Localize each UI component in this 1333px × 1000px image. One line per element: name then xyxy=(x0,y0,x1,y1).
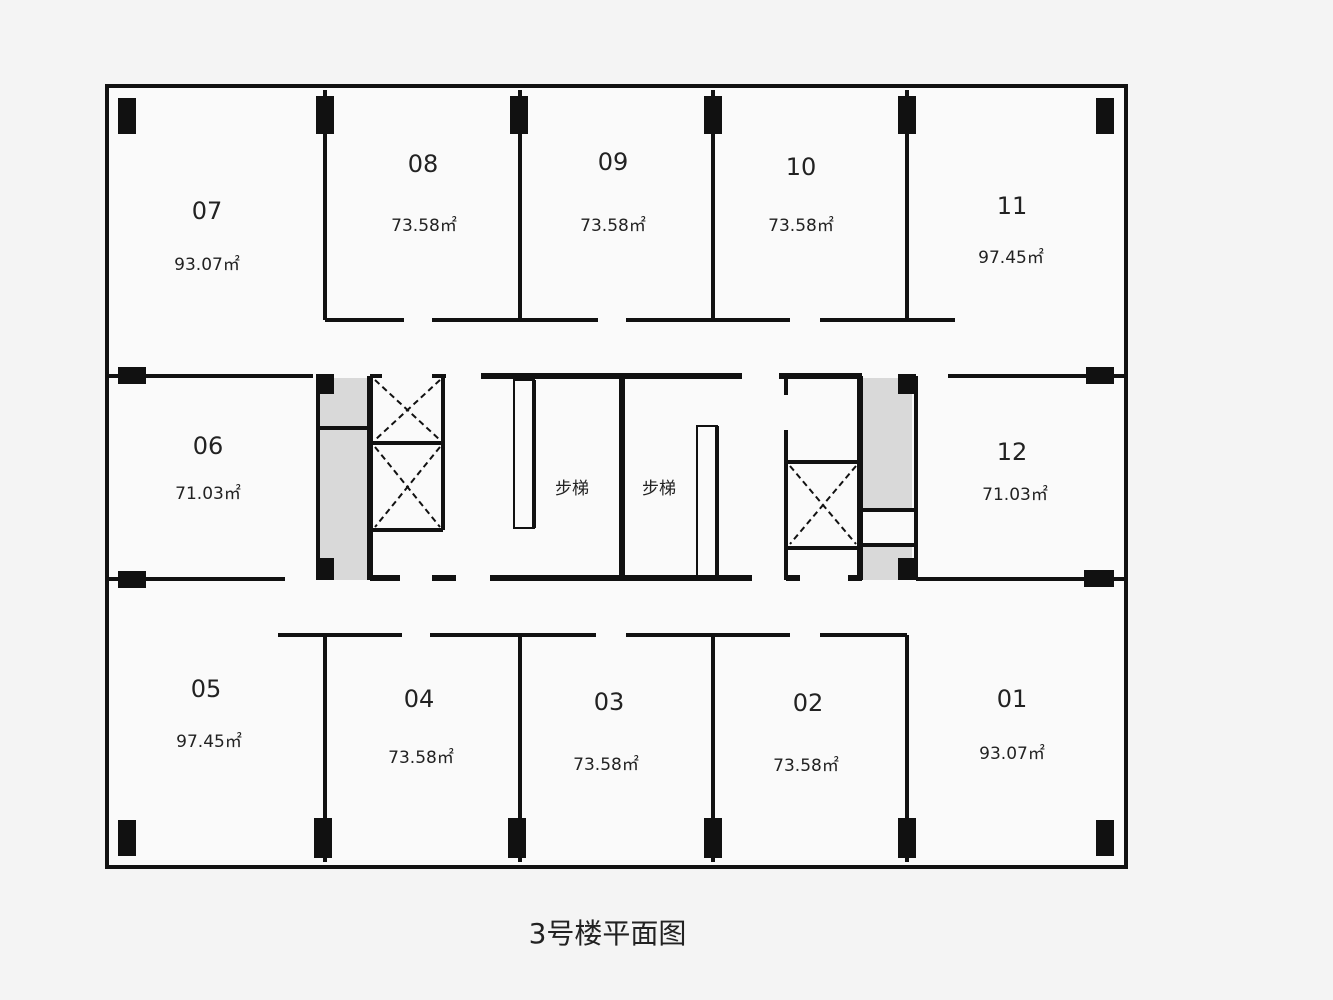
room-number: 06 xyxy=(193,432,224,460)
room-03: 03 73.58㎡ xyxy=(573,688,639,775)
room-number: 01 xyxy=(997,685,1028,713)
structural-columns xyxy=(118,96,1114,858)
room-area: 71.03㎡ xyxy=(175,484,241,504)
room-number: 11 xyxy=(997,192,1028,220)
plan-caption: 3号楼平面图 xyxy=(528,917,687,950)
room-area: 93.07㎡ xyxy=(174,255,240,275)
room-area: 97.45㎡ xyxy=(176,732,242,752)
room-area: 71.03㎡ xyxy=(982,485,1048,505)
room-08: 08 73.58㎡ xyxy=(391,150,457,236)
room-area: 73.58㎡ xyxy=(773,756,839,776)
stair-label-right: 步梯 xyxy=(642,479,676,499)
room-07: 07 93.07㎡ xyxy=(174,197,240,275)
room-number: 09 xyxy=(598,148,629,176)
room-12: 12 71.03㎡ xyxy=(982,438,1048,505)
room-01: 01 93.07㎡ xyxy=(979,685,1045,764)
room-area: 73.58㎡ xyxy=(388,748,454,768)
room-number: 02 xyxy=(793,689,824,717)
room-area: 73.58㎡ xyxy=(768,216,834,236)
room-number: 07 xyxy=(192,197,223,225)
room-area: 73.58㎡ xyxy=(391,216,457,236)
shaft-left xyxy=(320,428,368,580)
shaft-right xyxy=(862,378,912,510)
elevator-left xyxy=(367,374,456,581)
room-area: 97.45㎡ xyxy=(978,248,1044,268)
room-area: 73.58㎡ xyxy=(580,216,646,236)
room-number: 12 xyxy=(997,438,1028,466)
room-number: 03 xyxy=(594,688,625,716)
room-number: 05 xyxy=(191,675,222,703)
room-number: 08 xyxy=(408,150,439,178)
room-02: 02 73.58㎡ xyxy=(773,689,839,776)
stair-walls xyxy=(481,373,752,581)
room-number: 04 xyxy=(404,685,435,713)
stair-label-left: 步梯 xyxy=(555,479,589,499)
room-09: 09 73.58㎡ xyxy=(580,148,646,236)
room-04: 04 73.58㎡ xyxy=(388,685,454,768)
elevator-right xyxy=(779,373,863,581)
room-area: 93.07㎡ xyxy=(979,744,1045,764)
room-10: 10 73.58㎡ xyxy=(768,153,834,236)
room-06: 06 71.03㎡ xyxy=(175,432,241,504)
room-05: 05 97.45㎡ xyxy=(176,675,242,752)
building-outline xyxy=(105,84,1128,869)
room-number: 10 xyxy=(786,153,817,181)
room-11: 11 97.45㎡ xyxy=(978,192,1044,268)
room-area: 73.58㎡ xyxy=(573,755,639,775)
